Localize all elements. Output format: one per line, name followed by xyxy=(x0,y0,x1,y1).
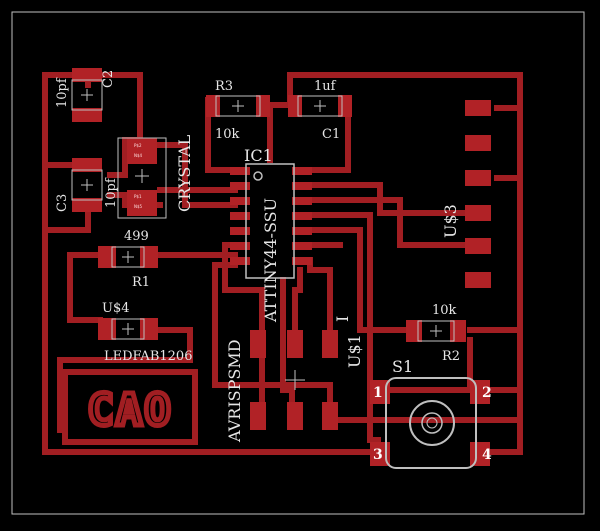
crystal-pad3-label: N$5 xyxy=(134,204,143,209)
s1-name-label: S1 xyxy=(392,357,413,376)
r3-value-label: 10k xyxy=(215,127,240,142)
component-labels: 10pf C2 C3 10pf CRYSTAL P$1 P$2 N$5 N$4 … xyxy=(55,70,492,463)
ic1-part-label: ATTINY44-SSU xyxy=(261,198,280,323)
r3-name-label: R3 xyxy=(215,79,233,94)
crystal-pad4-label: N$4 xyxy=(134,153,143,158)
silkscreen xyxy=(62,79,477,469)
c2-name-label: C2 xyxy=(101,70,116,88)
s1-pin2-label: 2 xyxy=(482,385,492,401)
c3-value-label: 10pf xyxy=(104,177,119,208)
board-outline xyxy=(11,11,585,515)
avr-label: AVRISPSMD xyxy=(225,339,244,443)
s1-pin1-label: 1 xyxy=(373,385,383,401)
c2-value-label: 10pf xyxy=(55,77,70,108)
u1-marker-label: I xyxy=(333,316,352,322)
ic1-name-label: IC1 xyxy=(244,146,273,165)
c1-name-label: C1 xyxy=(322,127,340,142)
u3-name-label: U$3 xyxy=(441,204,460,238)
s1-pin4-label: 4 xyxy=(482,447,492,463)
r1-value-label: 499 xyxy=(124,229,149,244)
crystal-pad1-label: P$1 xyxy=(134,194,142,199)
led-name-label: U$4 xyxy=(102,301,130,316)
crystal-pad2-label: P$2 xyxy=(134,143,142,148)
s1-pin3-label: 3 xyxy=(373,447,383,463)
crystal-label: CRYSTAL xyxy=(175,134,194,212)
u1-name-label: U$1 xyxy=(345,334,364,368)
led-part-label: LEDFAB1206 xyxy=(104,349,192,364)
r2-name-label: R2 xyxy=(442,349,460,364)
c1-value-label: 1uf xyxy=(314,79,337,94)
r2-value-label: 10k xyxy=(432,303,457,318)
logo-text: CAO xyxy=(87,385,172,436)
c3-name-label: C3 xyxy=(55,194,70,212)
r1-name-label: R1 xyxy=(132,275,150,290)
